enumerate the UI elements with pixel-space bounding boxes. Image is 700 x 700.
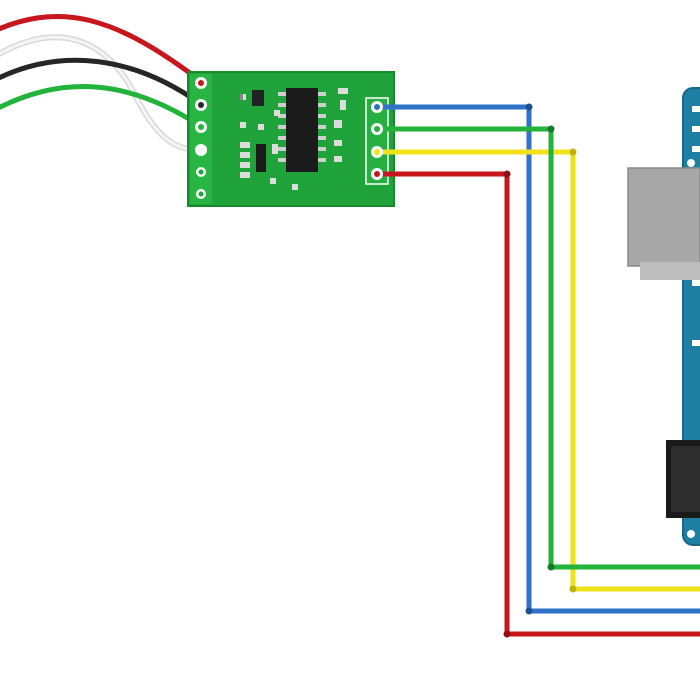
mcu-wires xyxy=(376,104,700,637)
arduino-mount-hole xyxy=(687,530,695,538)
hx711-smd-components xyxy=(240,88,348,190)
wire-blue-mcu xyxy=(376,104,700,614)
hx711-left-pins xyxy=(195,77,207,199)
power-jack xyxy=(666,440,700,518)
wire-black-loadcell xyxy=(0,57,205,108)
hx711-module xyxy=(187,71,395,207)
hx711-ic-chip xyxy=(278,88,326,172)
arduino-mount-hole xyxy=(687,159,695,167)
arduino-pcb-edge xyxy=(682,87,700,546)
wire-yellow-mcu xyxy=(376,149,700,592)
hx711-right-header xyxy=(365,97,389,185)
wire-white-loadcell-core xyxy=(0,36,204,152)
wire-red-mcu xyxy=(376,171,700,637)
wire-bend-points xyxy=(503,103,577,638)
hx711-right-pins xyxy=(371,101,383,180)
usb-connector xyxy=(627,167,700,280)
load-cell-wires xyxy=(0,14,205,153)
wire-red-loadcell xyxy=(0,14,205,85)
arduino-board xyxy=(627,87,700,546)
wire-green-loadcell xyxy=(0,84,205,130)
hx711-left-header xyxy=(190,74,212,204)
wire-green-mcu xyxy=(376,126,700,570)
